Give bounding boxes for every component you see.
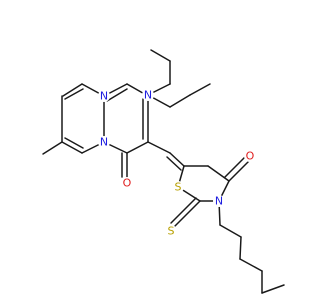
- bond-thione: [174, 200, 201, 227]
- bond-pyrimidine-4: [126, 141, 149, 154]
- bond-methylidene-2-double: [166, 156, 182, 171]
- bond-heptyl-4: [239, 258, 263, 272]
- bond-layer: [42, 49, 285, 294]
- n-ring-fusion-label: N: [100, 136, 108, 149]
- o-pyrimidinone-atom: O: [121, 177, 133, 190]
- bond-pyridine-4: [61, 141, 83, 154]
- s-thiazolidine-label: S: [175, 181, 182, 194]
- bond-heptyl-2: [219, 224, 242, 238]
- bond-methylidene-1: [147, 141, 171, 154]
- n-amine-label: N: [144, 89, 152, 102]
- s-thione-atom: S: [165, 225, 177, 238]
- bond-heptyl-6: [261, 284, 285, 294]
- o-pyrimidinone-label: O: [123, 177, 132, 190]
- bond-carbonyl-2: [228, 159, 251, 182]
- o-thiazolidine-label: O: [246, 150, 255, 163]
- o-thiazolidine-atom: O: [244, 150, 256, 163]
- bond-thione-double: [170, 197, 197, 224]
- n-thiazolidine-atom: N: [213, 195, 225, 208]
- bond-pyrimidine-1-inner: [106, 88, 128, 102]
- bond-pyridine-4-inner: [64, 137, 84, 149]
- bond-pyridine-1: [62, 83, 83, 97]
- n-ring-fusion-atom: N: [98, 136, 110, 149]
- n-pyrimidine-label: N: [100, 90, 108, 103]
- n-thiazolidine-label: N: [215, 195, 223, 208]
- n-pyrimidine-atom: N: [98, 90, 110, 103]
- n-amine-atom: N: [142, 89, 154, 102]
- bond-heptyl-3: [239, 236, 242, 260]
- bond-methylidene-2: [169, 152, 185, 167]
- bond-amine-propyl-b-3: [189, 83, 211, 96]
- s-thiazolidine-atom: S: [172, 181, 184, 194]
- atom-label-layer: N N N O S N O S: [98, 89, 256, 238]
- bond-thiazolidine-5: [207, 165, 230, 182]
- bond-pyridine-1-inner: [64, 88, 84, 100]
- bond-amine-propyl-a-3: [150, 49, 171, 62]
- s-thione-label: S: [168, 225, 175, 238]
- bond-methyl: [42, 141, 63, 155]
- molecule-structure: N N N O S N O S: [42, 49, 285, 294]
- bond-amine-propyl-b-2: [169, 94, 191, 108]
- bond-carbonyl-2-double: [224, 155, 247, 178]
